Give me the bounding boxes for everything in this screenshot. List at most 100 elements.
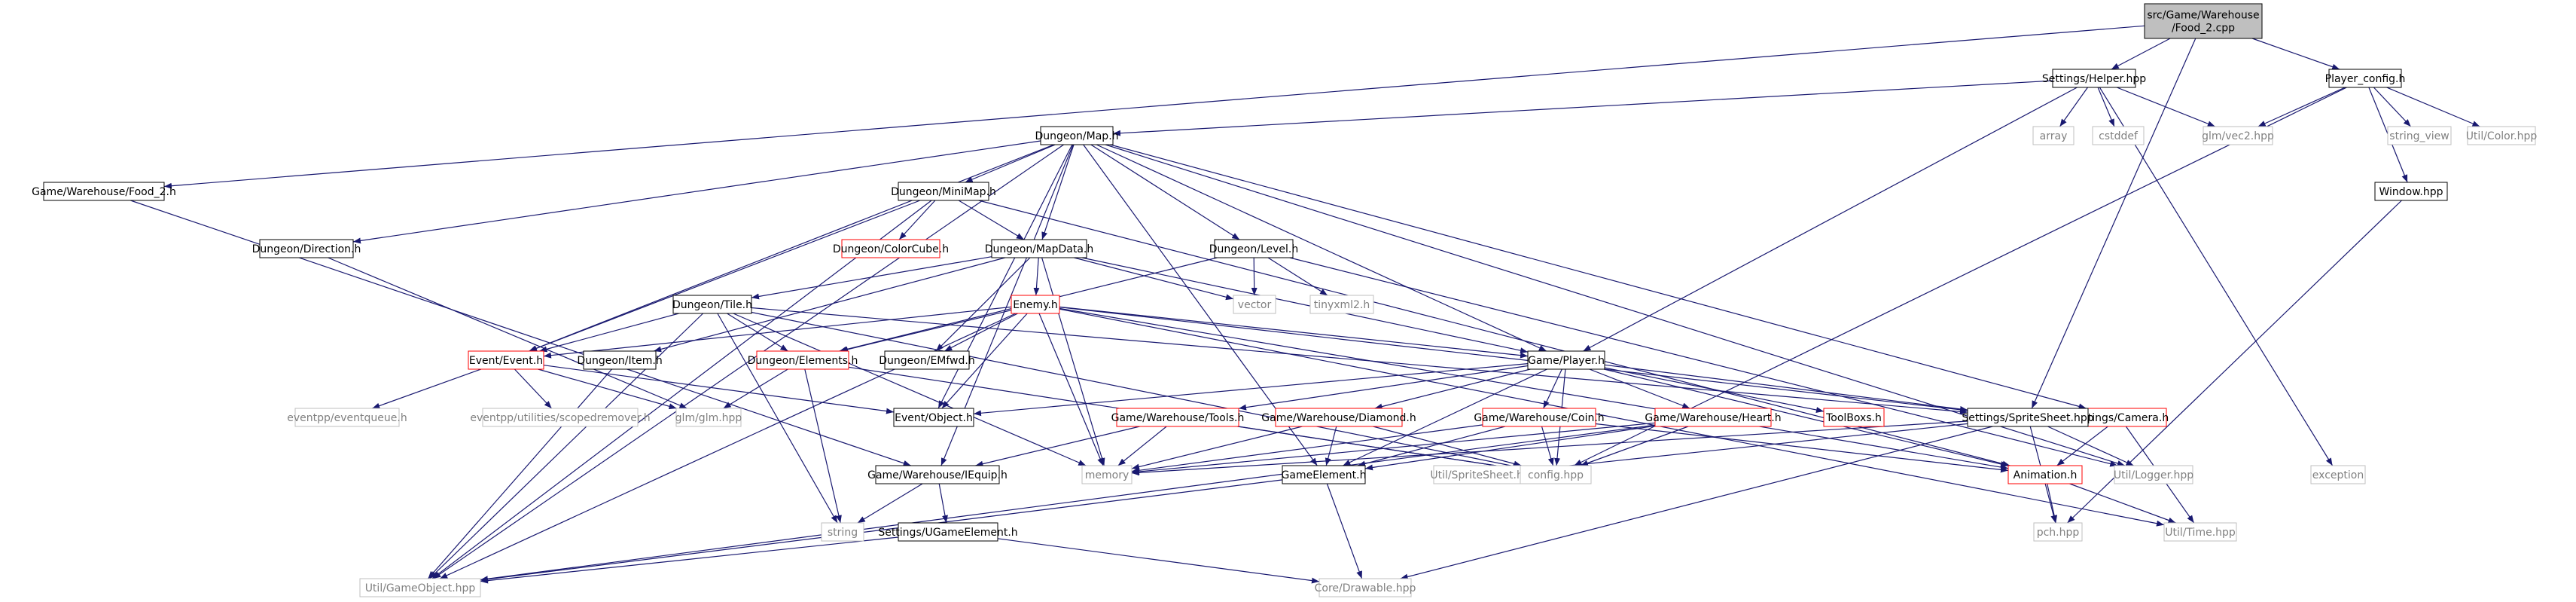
node-label-minimap: Dungeon/MiniMap.h (891, 186, 996, 198)
node-camera[interactable]: Settings/Camera.h (2071, 408, 2169, 427)
node-label-camera: Settings/Camera.h (2071, 412, 2169, 424)
edge-map-to-direction (352, 140, 1041, 244)
edge-player-to-heart (1589, 368, 1690, 409)
edge-direction-to-glm (328, 257, 687, 409)
edge-playerconfig-to-vec2 (2257, 87, 2346, 127)
edge-coin-to-gameelement (1358, 426, 1505, 467)
edge-mapdata-to-enemy (1033, 257, 1040, 296)
edge-animation-to-pch (2047, 483, 2058, 524)
node-label-glm: glm/glm.hpp (675, 412, 742, 424)
node-toolboxs[interactable]: ToolBoxs.h (1823, 408, 1885, 427)
node-elements[interactable]: Dungeon/Elements.h (748, 350, 858, 370)
edge-enemy-to-event (543, 306, 1012, 359)
node-gameobject: Util/GameObject.hpp (359, 578, 481, 597)
edge-helper-to-map (1112, 80, 2053, 136)
node-colorcube[interactable]: Dungeon/ColorCube.h (833, 239, 949, 258)
node-root[interactable]: src/Game/Warehouse/Food_2.cpp (2144, 3, 2263, 39)
edge-spritesheethpp-to-utilspritesheet (1532, 423, 1968, 472)
node-label-item: Dungeon/Item.h (577, 355, 662, 367)
node-coin[interactable]: Game/Warehouse/Coin.h (1474, 408, 1605, 427)
edge-helper-to-exception (2099, 87, 2334, 466)
node-emfwd[interactable]: Dungeon/EMfwd.h (879, 350, 975, 370)
edge-enemy-to-player (1059, 306, 1529, 359)
edge-map-to-player (1096, 144, 1547, 352)
node-helper[interactable]: Settings/Helper.hpp (2042, 69, 2146, 88)
node-diamond[interactable]: Game/Warehouse/Diamond.h (1261, 408, 1416, 427)
node-stringview: string_view (2387, 126, 2452, 145)
node-food2h[interactable]: Game/Warehouse/Food_2.h (32, 182, 176, 201)
node-tinyxml: tinyxml2.h (1309, 295, 1374, 314)
node-vec2: glm/vec2.hpp (2202, 126, 2274, 145)
edge-helper-to-vec2 (2116, 87, 2216, 127)
edge-gameelement-to-drawable (1326, 483, 1363, 579)
node-utiltime: Util/Time.hpp (2163, 522, 2237, 542)
edge-player-to-animation (1604, 368, 2009, 467)
edge-tile-to-elements (727, 313, 788, 352)
node-logger: Util/Logger.hpp (2114, 465, 2193, 484)
edge-root-to-food2h (163, 25, 2145, 189)
node-label-vector: vector (1238, 299, 1272, 311)
node-player[interactable]: Game/Player.h (1527, 350, 1605, 370)
node-label-map: Dungeon/Map.h (1035, 130, 1118, 142)
edge-diamond-to-memory (1131, 426, 1303, 470)
node-label-diamond: Game/Warehouse/Diamond.h (1261, 412, 1416, 424)
node-label-colorcube: Dungeon/ColorCube.h (833, 243, 949, 255)
node-label-toolboxs: ToolBoxs.h (1825, 412, 1882, 424)
node-eventobject[interactable]: Event/Object.h (893, 408, 974, 427)
node-label-vec2: glm/vec2.hpp (2202, 130, 2274, 142)
node-label-coin: Game/Warehouse/Coin.h (1474, 412, 1604, 424)
edge-playerconfig-to-config (1574, 87, 2347, 466)
node-iequip[interactable]: Game/Warehouse/IEquip.h (867, 465, 1008, 484)
edge-tile-to-gameobject (428, 313, 704, 579)
node-label-cstddef: cstddef (2099, 130, 2139, 142)
node-event[interactable]: Event/Event.h (468, 350, 544, 370)
node-mapdata[interactable]: Dungeon/MapData.h (985, 239, 1093, 258)
node-tile[interactable]: Dungeon/Tile.h (672, 295, 752, 314)
node-level[interactable]: Dungeon/Level.h (1209, 239, 1298, 258)
edge-tools-to-config (1237, 426, 1521, 472)
node-enemy[interactable]: Enemy.h (1011, 295, 1060, 314)
node-item[interactable]: Dungeon/Item.h (577, 350, 663, 370)
edge-camera-to-animation (2056, 426, 2108, 466)
node-tools[interactable]: Game/Warehouse/Tools.h (1111, 408, 1245, 427)
node-box-spritesheethpp (1967, 408, 2089, 427)
node-layer: src/Game/Warehouse/Food_2.cppSettings/He… (32, 3, 2537, 597)
node-box-drawable (1318, 578, 1412, 597)
node-gameelement[interactable]: GameElement.h (1282, 465, 1367, 484)
node-ugameelement[interactable]: Settings/UGameElement.h (878, 522, 1018, 542)
edge-player-to-diamond (1374, 368, 1531, 410)
node-box-camera (2072, 408, 2167, 427)
node-box-playerconfig (2328, 69, 2402, 88)
node-box-tools (1116, 408, 1239, 427)
node-box-ugameelement (898, 522, 998, 542)
node-exception: exception (2310, 465, 2366, 484)
edge-diamond-to-config (1373, 426, 1522, 467)
node-box-diamond (1275, 408, 1403, 427)
node-box-minimap (898, 182, 989, 201)
node-label-eventqueue: eventpp/eventqueue.h (287, 412, 407, 424)
node-direction[interactable]: Dungeon/Direction.h (252, 239, 361, 258)
edge-event-to-eventobject (543, 365, 895, 414)
node-box-root (2144, 3, 2263, 39)
node-vector: vector (1233, 295, 1276, 314)
edge-mapdata-to-tile (751, 256, 992, 300)
edge-minimap-to-colorcube (898, 200, 936, 240)
edge-iequip-to-ugameelement (938, 483, 948, 524)
edge-map-to-level (1090, 144, 1240, 240)
node-map[interactable]: Dungeon/Map.h (1035, 126, 1119, 145)
node-label-food2h: Game/Warehouse/Food_2.h (32, 186, 176, 198)
node-box-array (2032, 126, 2075, 145)
node-animation[interactable]: Animation.h (2007, 465, 2083, 484)
node-minimap[interactable]: Dungeon/MiniMap.h (891, 182, 996, 201)
node-label-iequip: Game/Warehouse/IEquip.h (867, 469, 1008, 481)
node-utilspritesheet: Util/SpriteSheet.hpp (1430, 465, 1537, 484)
node-spritesheethpp[interactable]: Settings/SpriteSheet.hpp (1962, 408, 2094, 427)
node-window[interactable]: Window.hpp (2374, 182, 2448, 201)
node-label-elements: Dungeon/Elements.h (748, 355, 858, 367)
node-heart[interactable]: Game/Warehouse/Heart.h (1645, 408, 1782, 427)
node-box-glm (675, 408, 742, 427)
node-drawable: Core/Drawable.hpp (1315, 578, 1416, 597)
edge-enemy-to-elements (840, 310, 1012, 353)
edge-minimap-to-event (529, 200, 921, 352)
node-playerconfig[interactable]: Player_config.h (2325, 69, 2406, 88)
